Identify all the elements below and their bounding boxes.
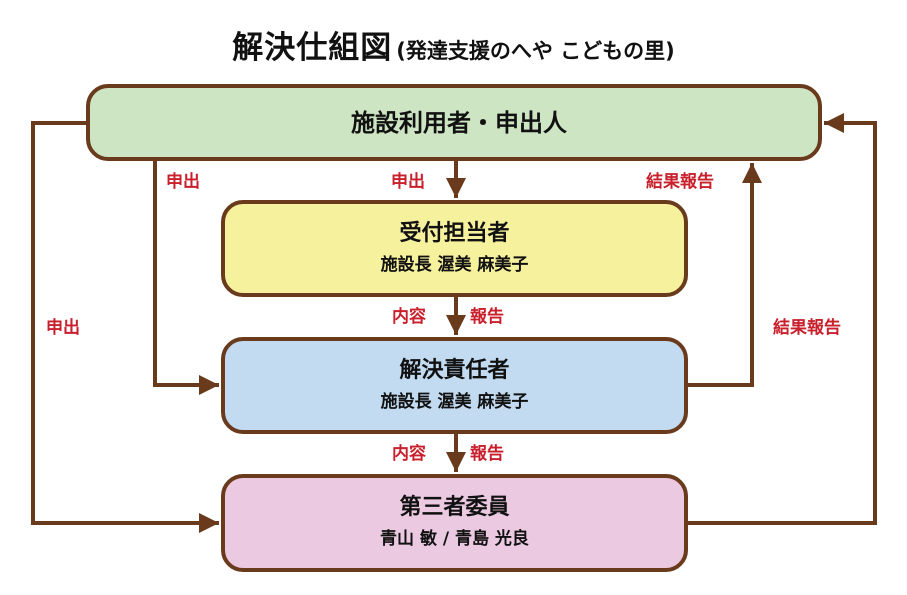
node-users-role: 施設利用者・申出人 — [351, 108, 567, 137]
label-resolver-to-third-content: 内容 — [392, 444, 426, 464]
node-third-party-names: 青山 敏 / 青島 光良 — [380, 529, 529, 549]
node-resolver-names: 施設長 渥美 麻美子 — [380, 391, 529, 412]
title-subtitle: (発達支援のへや こどもの里) — [396, 39, 675, 63]
node-resolver: 解決責任者 施設長 渥美 麻美子 — [221, 337, 688, 434]
label-reception-to-resolver-content: 内容 — [392, 307, 426, 327]
label-resolver-to-third-report: 報告 — [470, 444, 504, 464]
arrow-users-to-resolver — [153, 161, 219, 395]
node-resolver-role: 解決責任者 — [399, 357, 510, 383]
label-users-to-third-party: 申出 — [46, 318, 80, 338]
label-users-to-resolver: 申出 — [166, 172, 200, 192]
arrow-users-to-third-party — [31, 121, 219, 533]
node-reception-names: 施設長 渥美 麻美子 — [380, 254, 529, 275]
label-resolver-to-users: 結果報告 — [646, 172, 714, 192]
node-third-party-role: 第三者委員 — [399, 495, 510, 520]
arrow-third-party-to-users — [688, 113, 877, 525]
label-third-party-to-users: 結果報告 — [773, 318, 841, 338]
label-reception-to-resolver-report: 報告 — [470, 307, 504, 327]
node-reception-role: 受付担当者 — [399, 220, 510, 246]
node-reception: 受付担当者 施設長 渥美 麻美子 — [221, 200, 688, 297]
arrow-resolver-to-users — [688, 163, 762, 387]
title-main: 解決仕組図 — [232, 30, 393, 66]
node-users: 施設利用者・申出人 — [86, 84, 822, 161]
node-third-party: 第三者委員 青山 敏 / 青島 光良 — [221, 474, 688, 572]
diagram-title: 解決仕組図(発達支援のへや こどもの里) — [0, 22, 907, 67]
label-users-to-reception: 申出 — [391, 172, 425, 192]
